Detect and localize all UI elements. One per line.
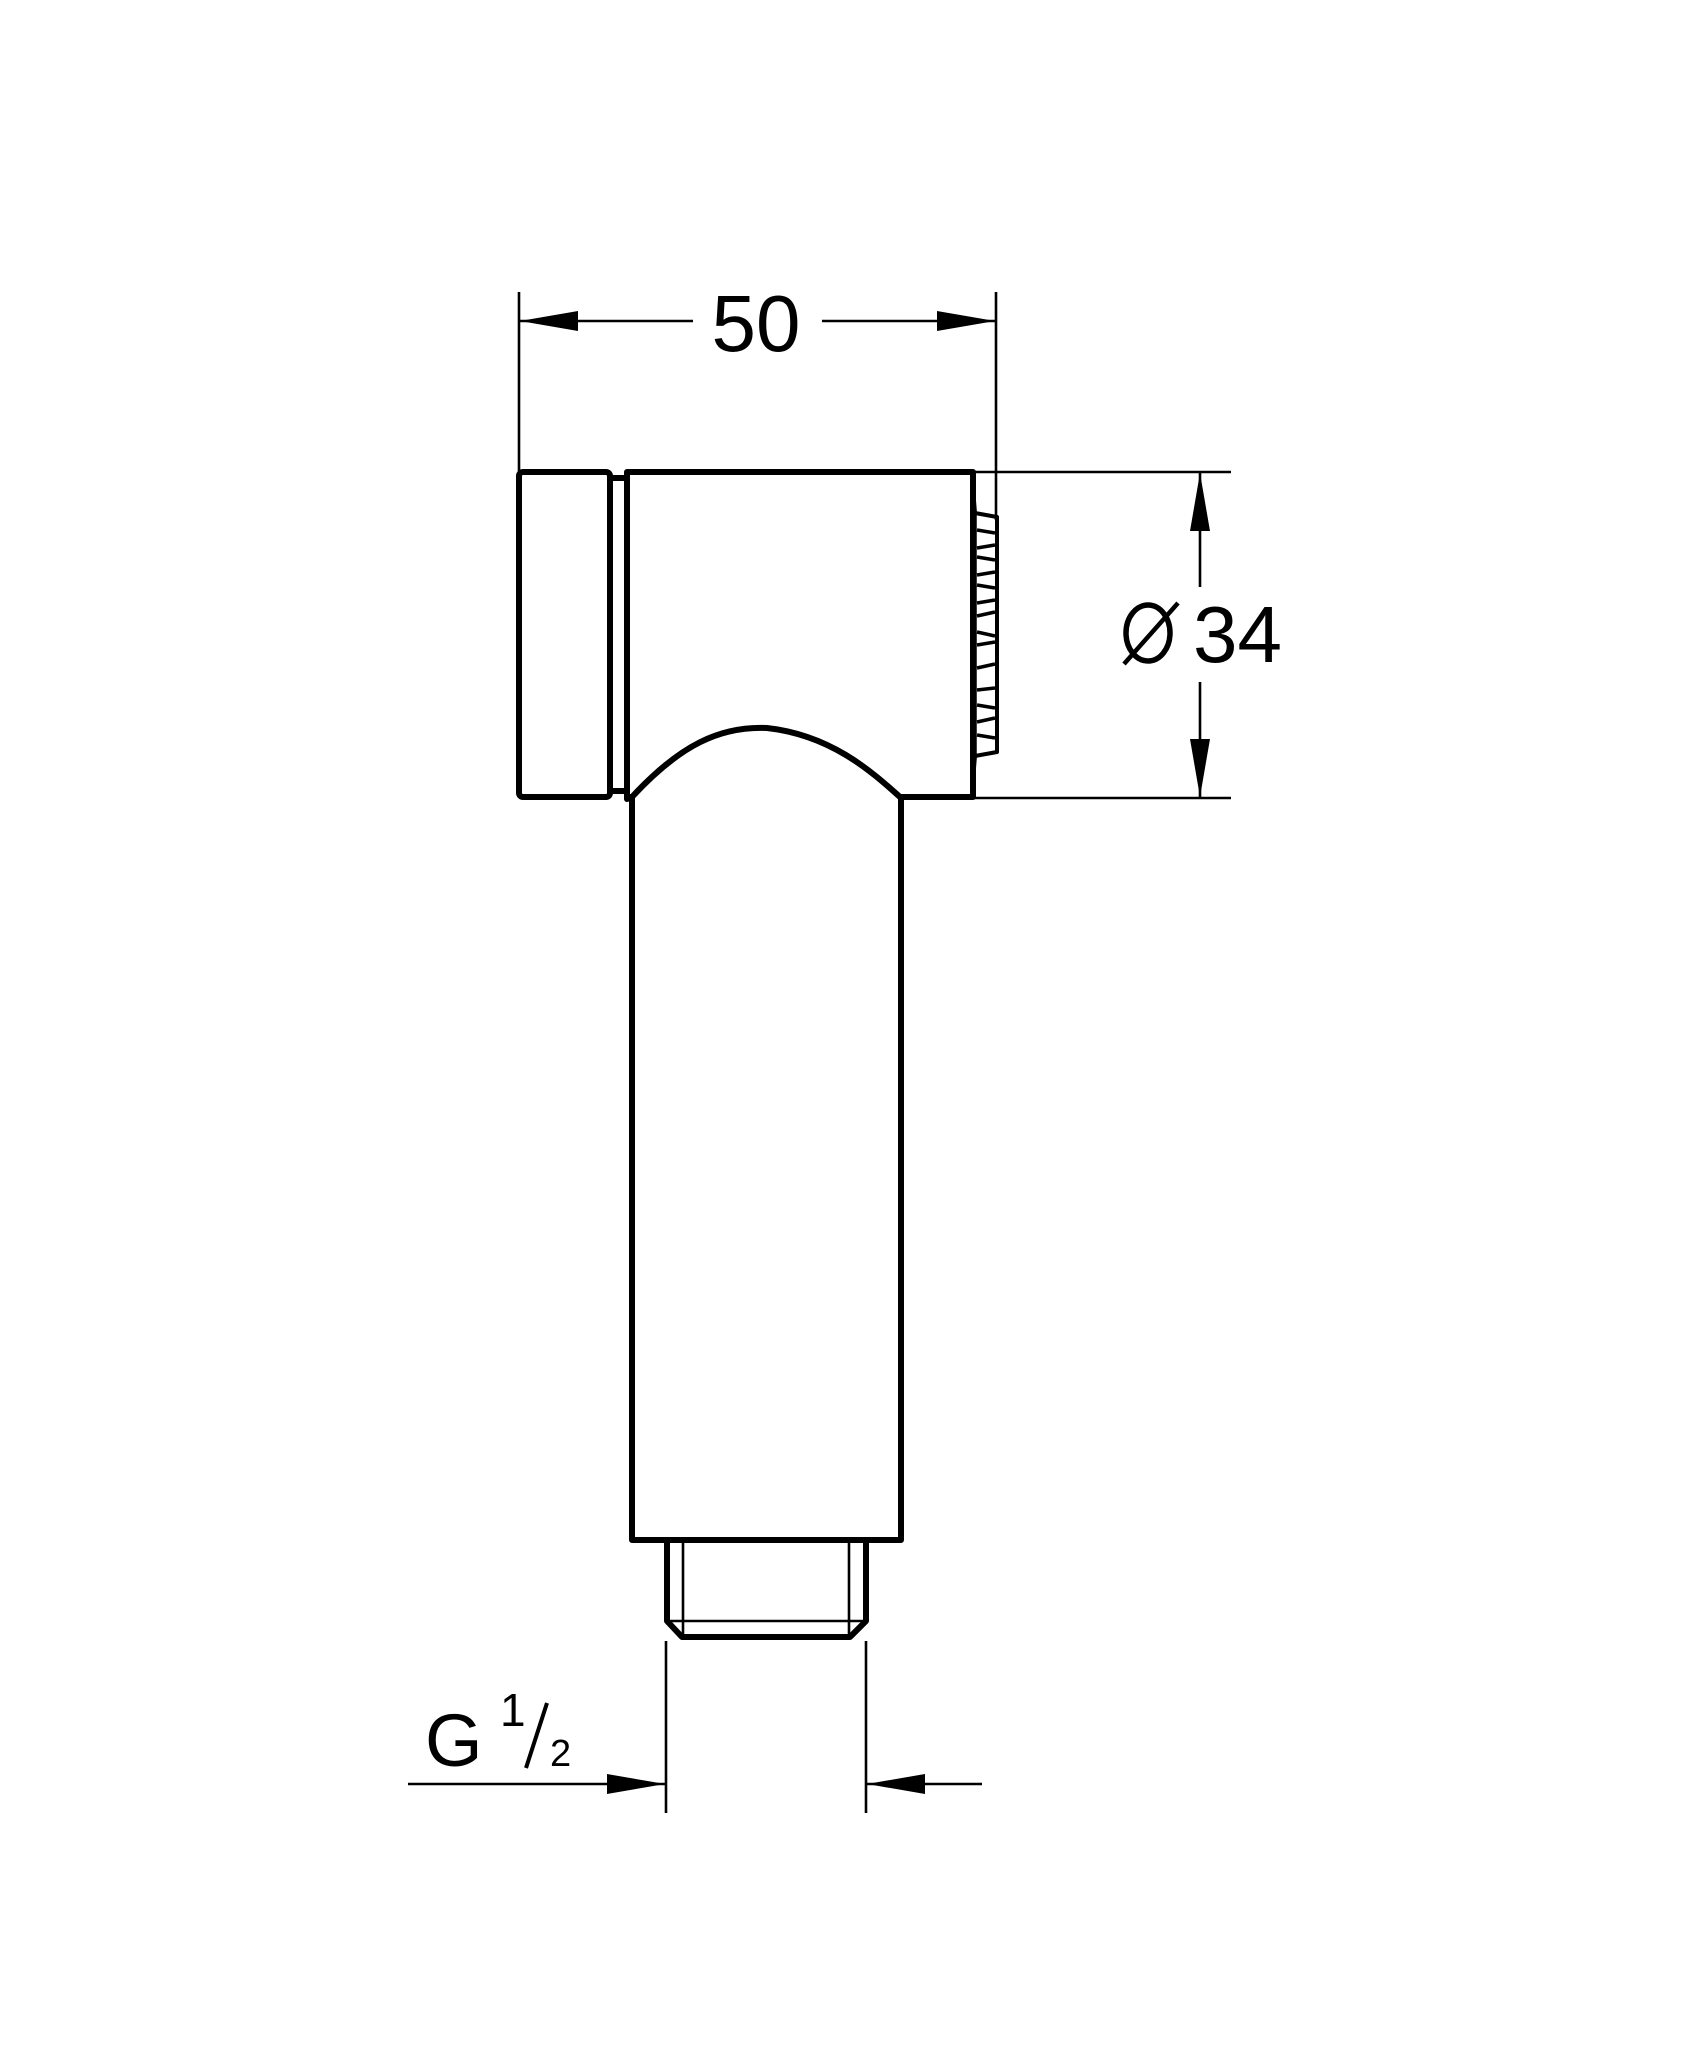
spray-face-nozzles [970, 485, 999, 783]
arrowhead-left [520, 311, 578, 331]
dimension-width: 50 [517, 279, 998, 520]
diameter-symbol-icon [1122, 601, 1180, 666]
head-body [624, 469, 976, 802]
width-value: 50 [712, 279, 801, 368]
thread-fraction-slash [524, 1702, 549, 1769]
thread-numerator: 1 [500, 1684, 526, 1736]
arrowhead-down [1190, 739, 1210, 797]
arrowhead-right [937, 311, 995, 331]
arrowhead-thread-left [607, 1774, 665, 1794]
arrowhead-up [1190, 473, 1210, 531]
hand-shower-outline [516, 469, 999, 1640]
connector-nipple [664, 1537, 869, 1640]
dimension-thread: G 1 / 2 [408, 1641, 982, 1813]
handle-tube [629, 794, 904, 1543]
thread-prefix: G [425, 1699, 483, 1782]
arrowhead-thread-right [867, 1774, 925, 1794]
thread-denominator: 2 [550, 1733, 571, 1775]
diameter-value: 34 [1193, 590, 1282, 679]
dimension-diameter: Ø 34 [973, 470, 1282, 800]
rear-cap [516, 469, 613, 800]
